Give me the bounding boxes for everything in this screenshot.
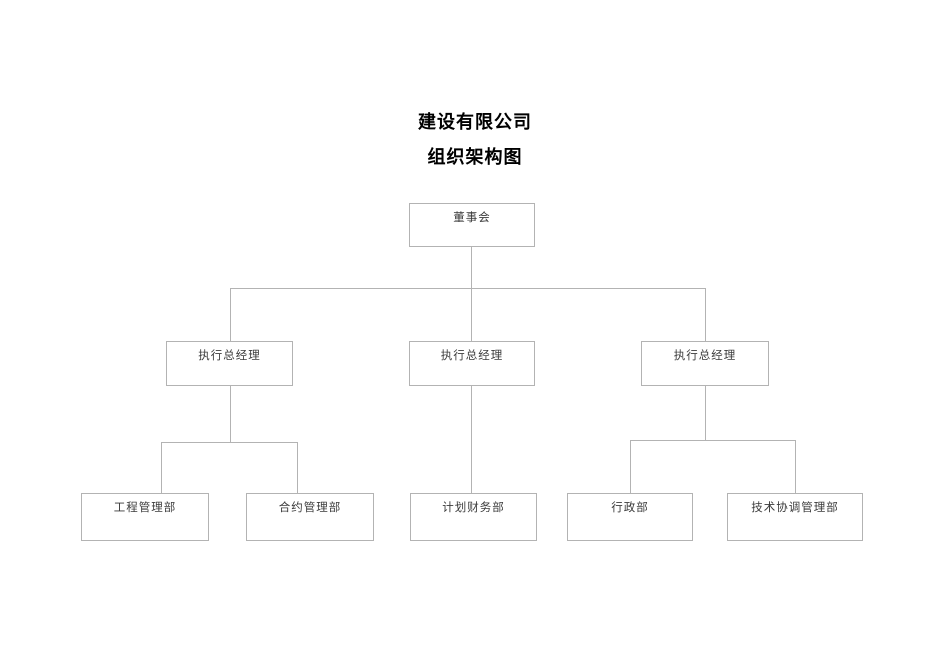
connector-line: [630, 440, 796, 441]
org-node-n2[interactable]: 执行总经理: [409, 341, 535, 386]
org-node-n7[interactable]: 行政部: [567, 493, 693, 541]
org-node-n4[interactable]: 工程管理部: [81, 493, 209, 541]
connector-line: [230, 288, 706, 289]
org-node-label: 执行总经理: [440, 348, 504, 362]
org-node-label: 工程管理部: [113, 500, 177, 514]
connector-line: [230, 288, 231, 341]
org-node-label: 技术协调管理部: [751, 500, 839, 514]
chart-subtitle: 组织架构图: [427, 147, 523, 168]
org-node-label: 计划财务部: [442, 500, 505, 514]
org-node-label: 董事会: [453, 210, 491, 224]
org-node-n5[interactable]: 合约管理部: [246, 493, 374, 541]
connector-line: [705, 386, 706, 440]
org-node-n3[interactable]: 执行总经理: [641, 341, 769, 386]
org-node-n1[interactable]: 执行总经理: [166, 341, 293, 386]
org-node-label: 行政部: [611, 500, 649, 514]
connector-line: [230, 386, 231, 442]
connector-line: [705, 288, 706, 341]
org-node-label: 合约管理部: [278, 500, 342, 514]
connector-line: [161, 442, 162, 493]
org-node-label: 执行总经理: [673, 348, 737, 362]
org-node-n0[interactable]: 董事会: [409, 203, 535, 247]
connector-line: [471, 386, 472, 493]
connector-line: [297, 442, 298, 493]
company-name-title: 建设有限公司: [418, 112, 532, 133]
org-node-n8[interactable]: 技术协调管理部: [727, 493, 863, 541]
connector-line: [161, 442, 298, 443]
chart-title-block: 建设有限公司 组织架构图: [0, 108, 950, 173]
connector-line: [471, 288, 472, 341]
connector-line: [795, 440, 796, 493]
connector-line: [630, 440, 631, 493]
org-node-label: 执行总经理: [198, 348, 261, 362]
connector-line: [471, 247, 472, 288]
org-node-n6[interactable]: 计划财务部: [410, 493, 537, 541]
